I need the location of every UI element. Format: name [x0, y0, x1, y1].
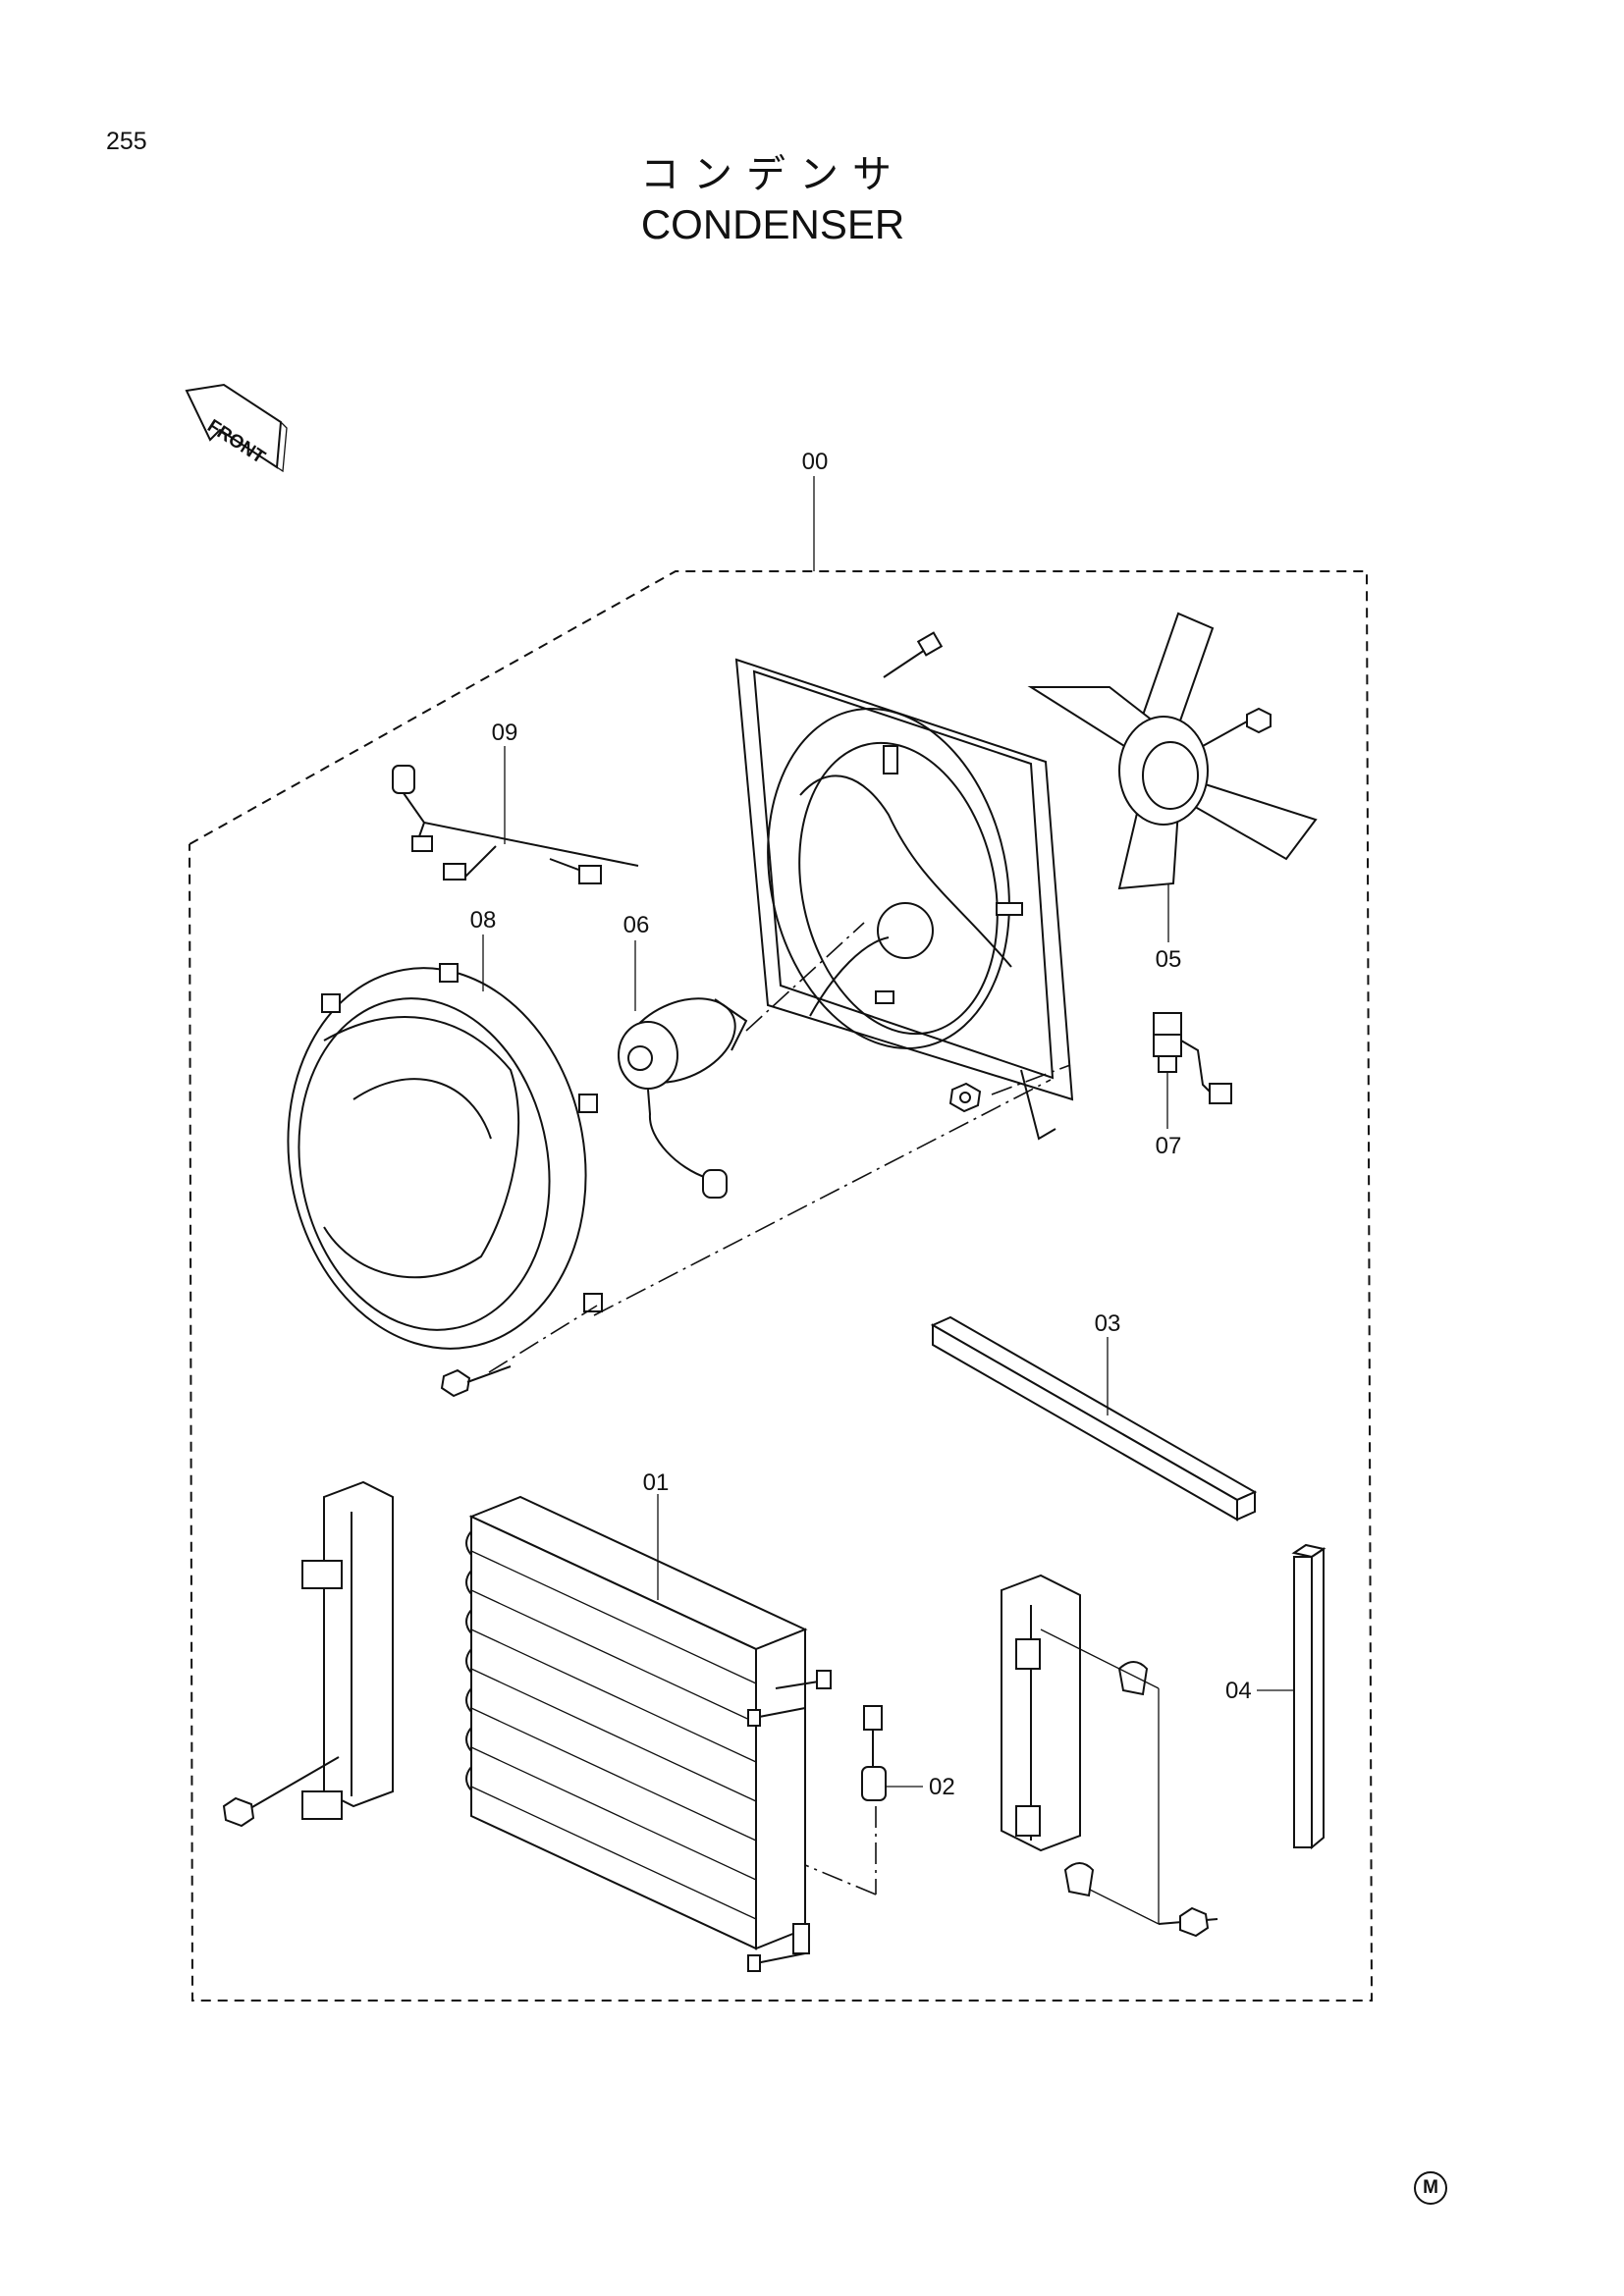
bracket-right: [1001, 1574, 1218, 1938]
connector: [1153, 1012, 1232, 1129]
callout-02: 02: [929, 1774, 955, 1800]
fan-blade: [1027, 612, 1318, 890]
nut-icon: [948, 1082, 982, 1113]
pressure-switch: [804, 1705, 923, 1896]
callout-04: 04: [1225, 1678, 1252, 1704]
callout-labels: 00 01 02 03 04 05 06 07 08 09: [470, 449, 1252, 1800]
callout-05: 05: [1156, 946, 1182, 973]
wire-harness: [392, 746, 639, 884]
alignment-lines: [488, 922, 1071, 1373]
fitting-icon: [747, 1670, 832, 1972]
seal-strip-vertical: [1257, 1543, 1326, 1850]
callout-07: 07: [1156, 1133, 1182, 1159]
corner-mark: M: [1414, 2171, 1447, 2205]
callout-06: 06: [623, 912, 650, 938]
condenser-core: [465, 1494, 808, 1950]
fan-motor: [618, 940, 748, 1199]
bracket-left: [222, 1480, 394, 1828]
front-arrow-icon: FRONT: [185, 383, 288, 473]
callout-00: 00: [802, 449, 829, 475]
page-number: 255: [106, 128, 147, 155]
bolt-icon: [883, 631, 944, 678]
fan-shroud: [734, 658, 1074, 1141]
callout-08: 08: [470, 907, 497, 934]
fan-guard: [287, 934, 603, 1350]
callout-01: 01: [643, 1469, 670, 1496]
assembly-outline: [189, 476, 1374, 2002]
title-japanese: コンデンサ: [640, 152, 905, 197]
screw-icon: [440, 1365, 512, 1398]
callout-03: 03: [1095, 1310, 1121, 1337]
seal-strip-horizontal: [930, 1315, 1258, 1522]
callout-09: 09: [492, 720, 518, 746]
title-english: CONDENSER: [640, 201, 905, 247]
